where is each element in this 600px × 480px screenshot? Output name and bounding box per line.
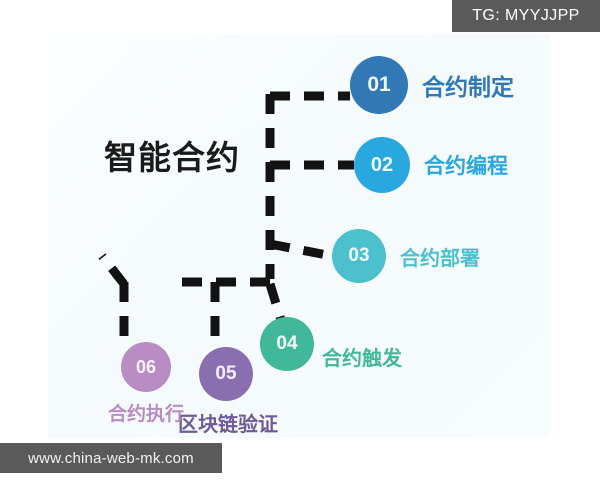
node-04-number: 04	[276, 332, 298, 354]
node-02-circle[interactable]: 02	[354, 137, 410, 193]
connector-to-node-03	[269, 239, 333, 261]
node-05-label: 区块链验证	[178, 414, 278, 436]
node-03[interactable]: 03 合约部署	[332, 229, 480, 283]
node-06-circle[interactable]: 06	[121, 342, 171, 392]
telegram-watermark: TG: MYYJJPP	[452, 0, 600, 32]
page-title: 智能合约	[104, 139, 240, 176]
node-04-label: 合约触发	[322, 348, 402, 370]
node-05-number: 05	[215, 363, 237, 384]
node-03-number: 03	[348, 245, 370, 266]
node-05[interactable]: 05 区块链验证	[178, 347, 278, 437]
node-03-circle[interactable]: 03	[332, 229, 386, 283]
node-06-label: 合约执行	[107, 404, 184, 425]
node-05-circle[interactable]: 05	[199, 347, 253, 401]
node-01[interactable]: 01 合约制定	[350, 56, 514, 114]
connector-node-06-elbow	[98, 253, 128, 287]
telegram-watermark-text: TG: MYYJJPP	[472, 7, 580, 24]
node-01-circle[interactable]: 01	[350, 56, 408, 114]
website-watermark-text: www.china-web-mk.com	[28, 449, 194, 467]
infographic-card: 智能合约 01 合约制定 02 合约编程 03 合约部署 04 合约触发 05 …	[48, 34, 550, 438]
node-04-circle[interactable]: 04	[260, 316, 314, 371]
node-02[interactable]: 02 合约编程	[354, 137, 508, 193]
node-03-label: 合约部署	[400, 247, 480, 270]
node-02-label: 合约编程	[424, 155, 508, 178]
node-02-number: 02	[370, 153, 394, 176]
node-06[interactable]: 06 合约执行	[100, 342, 192, 426]
node-01-number: 01	[367, 73, 391, 96]
node-06-number: 06	[135, 356, 157, 377]
node-04[interactable]: 04 合约触发	[260, 316, 402, 371]
node-01-label: 合约制定	[422, 74, 514, 100]
website-watermark: www.china-web-mk.com	[0, 443, 222, 473]
